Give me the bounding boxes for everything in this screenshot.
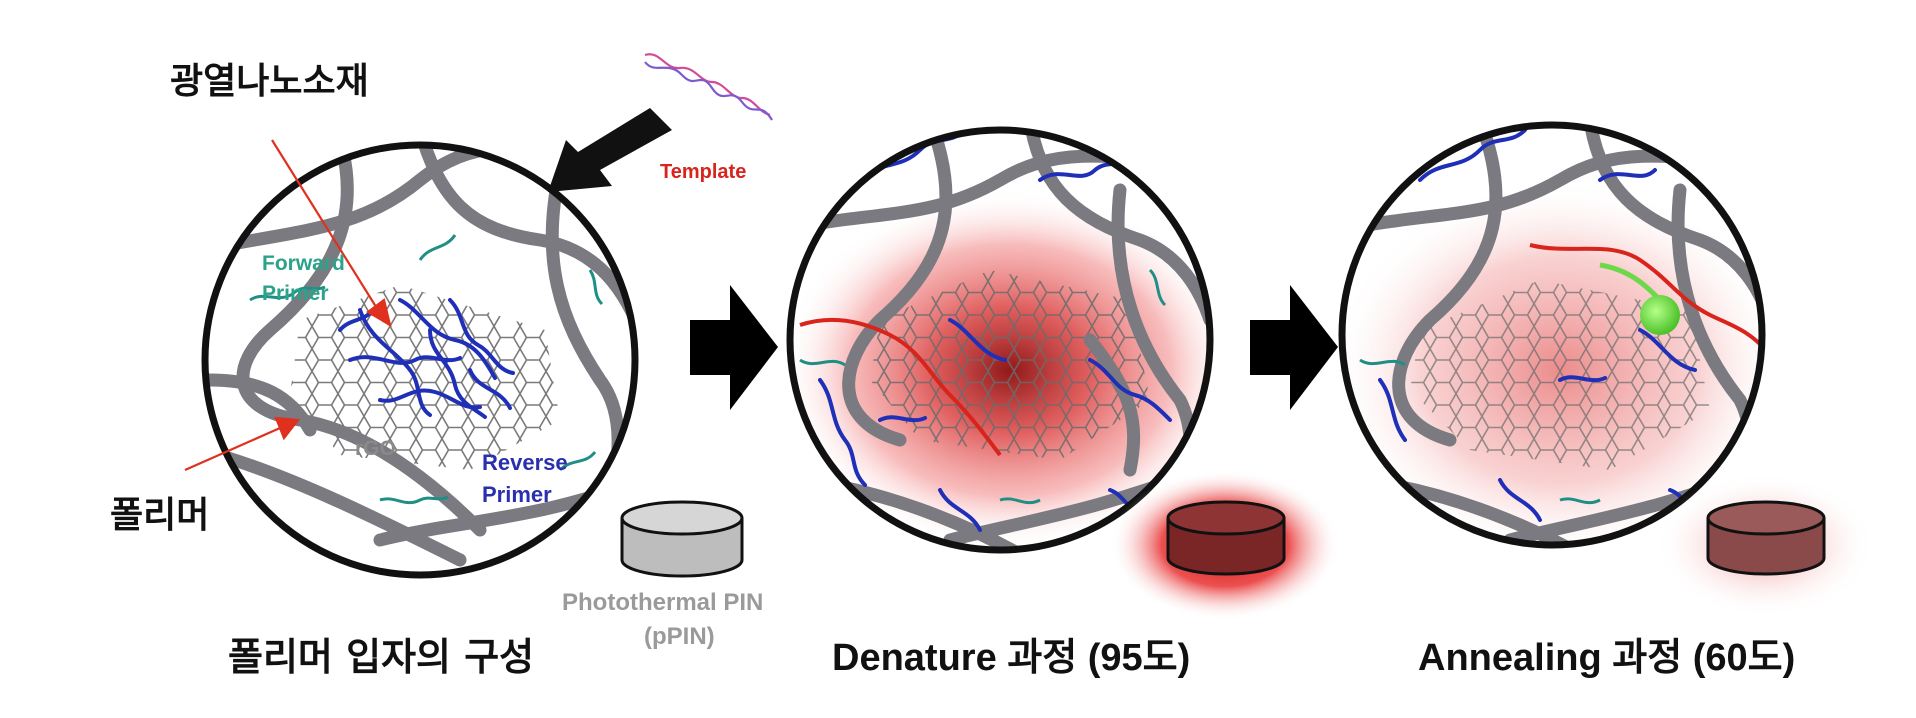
forward-primers <box>249 234 604 505</box>
rgo-label: rGO <box>355 437 396 460</box>
ppin-label-line1: Photothermal PIN <box>562 589 763 616</box>
reverse-primer-label-line2: Primer <box>482 482 552 507</box>
forward-primer-label-line1: Forward <box>262 252 345 275</box>
ppin-cylinder-grey <box>620 500 744 578</box>
ppin-label-line2: (pPIN) <box>644 623 715 650</box>
template-strand-red <box>1529 243 1762 357</box>
reverse-primer-label-line1: Reverse <box>482 450 568 475</box>
panel-annealing: Annealing 과정 (60도) <box>1338 121 1875 679</box>
panel-3-caption: Annealing 과정 (60도) <box>1418 637 1795 679</box>
panel-1-circle <box>201 141 639 579</box>
panel-composition: 광열나노소재 Template Forward Primer rGO Rever… <box>110 53 773 679</box>
process-arrow-1 <box>690 285 778 410</box>
panel-2-caption: Denature 과정 (95도) <box>832 637 1190 679</box>
template-arrow <box>548 108 672 192</box>
panel-3-interior <box>1342 125 1762 545</box>
panel-1-caption: 폴리머 입자의 구성 <box>228 635 534 679</box>
rgo-sheet <box>870 270 1150 460</box>
process-arrow-2 <box>1250 285 1338 410</box>
forward-primer-label-line2: Primer <box>262 282 329 305</box>
panel-denature: Denature 과정 (95도) <box>786 126 1340 679</box>
template-label: Template <box>660 161 746 183</box>
ppin-cylinder-hot <box>1110 470 1340 620</box>
rgo-sheet <box>1410 280 1710 470</box>
panel-3-circle <box>1338 121 1766 549</box>
rgo-sheet <box>290 285 560 470</box>
ppin-cylinder-warm <box>1655 473 1875 617</box>
fluorescent-probe <box>1640 295 1680 335</box>
dna-strands-teal <box>799 268 1167 505</box>
photothermal-label: 광열나노소재 <box>170 61 369 102</box>
template-helix <box>644 53 773 121</box>
pointer-arrows <box>184 139 392 472</box>
template-strand-red <box>799 317 1002 457</box>
panel-2-interior <box>790 130 1210 550</box>
panel-2-circle <box>786 126 1214 554</box>
dna-strands-teal <box>1359 358 1601 505</box>
polymer-label: 폴리머 <box>110 495 209 536</box>
